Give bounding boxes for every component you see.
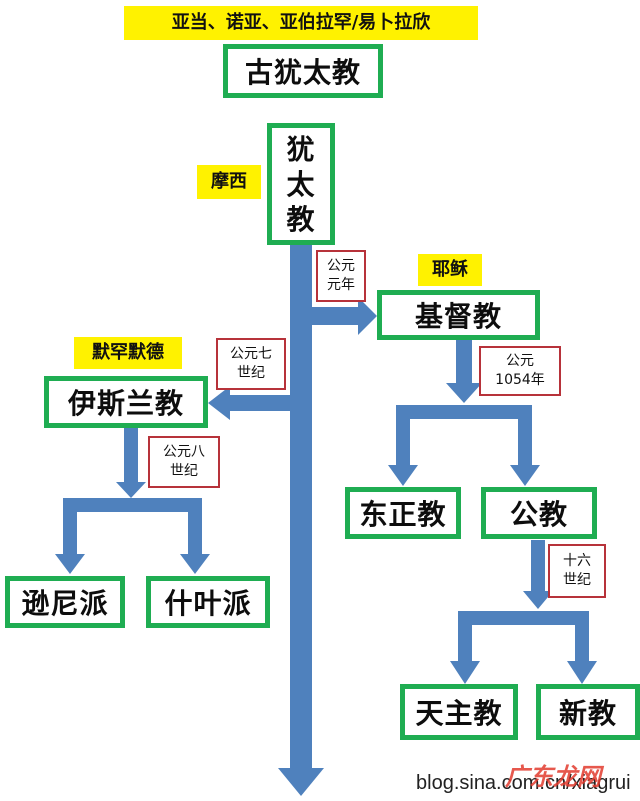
jesus-label: 耶稣	[418, 254, 482, 286]
reform-split-arrowhead	[523, 591, 553, 609]
islam-box: 伊斯兰教	[44, 376, 208, 428]
islam-split-date-label: 公元八 世纪	[148, 436, 220, 488]
sunni-arrowhead	[55, 554, 85, 574]
catholicism-box: 天主教	[400, 684, 518, 740]
protestant-drop	[575, 611, 589, 663]
christianity-split-arrowhead	[446, 383, 482, 403]
judaism-char-1: 犹	[286, 132, 316, 166]
shia-arrowhead	[180, 554, 210, 574]
sunni-drop	[63, 498, 77, 556]
patriarchs-label: 亚当、诺亚、亚伯拉罕/易卜拉欣	[124, 6, 478, 40]
schism-date-label: 公元 1054年	[479, 346, 561, 396]
islam-branch-arrowhead	[208, 386, 230, 420]
islam-date-label: 公元七 世纪	[216, 338, 286, 390]
watermark-url: blog.sina.com.cn/xiagrui	[416, 772, 631, 794]
catholic-branch-drop	[518, 405, 532, 467]
main-trunk-arrowhead	[278, 768, 324, 796]
catholic-arrowhead	[450, 661, 480, 684]
orthodox-arrowhead	[388, 465, 418, 486]
islam-split-arrow	[124, 425, 138, 485]
shia-box: 什叶派	[146, 576, 270, 628]
islam-split-arrowhead	[116, 482, 146, 498]
ancient-judaism-box: 古犹太教	[223, 44, 383, 98]
reform-split-arrow	[531, 540, 545, 593]
christianity-branch-arrow	[312, 307, 360, 325]
christianity-branch-arrowhead	[358, 297, 377, 335]
reform-fork-bar	[458, 611, 589, 625]
catholic-branch-box: 公教	[481, 487, 597, 539]
shia-drop	[188, 498, 202, 556]
protestantism-box: 新教	[536, 684, 640, 740]
christianity-date-label: 公元 元年	[316, 250, 366, 302]
watermark-logo: 广东龙网	[505, 763, 601, 791]
main-trunk-arrow	[290, 245, 312, 770]
catholic-drop	[458, 611, 472, 663]
muhammad-label: 默罕默德	[74, 337, 182, 369]
catholic-branch-arrowhead	[510, 465, 540, 486]
reformation-date-label: 十六 世纪	[548, 544, 606, 598]
christianity-box: 基督教	[377, 290, 540, 340]
judaism-box: 犹 太 教	[267, 123, 335, 245]
judaism-char-3: 教	[286, 202, 316, 236]
islam-fork-bar	[63, 498, 202, 512]
christianity-split-arrow	[456, 337, 472, 385]
christianity-fork-bar	[396, 405, 532, 419]
orthodox-box: 东正教	[345, 487, 461, 539]
orthodox-drop	[396, 405, 410, 467]
sunni-box: 逊尼派	[5, 576, 125, 628]
judaism-char-2: 太	[286, 167, 316, 201]
moses-label: 摩西	[197, 165, 261, 199]
protestant-arrowhead	[567, 661, 597, 684]
islam-branch-arrow	[228, 395, 292, 411]
